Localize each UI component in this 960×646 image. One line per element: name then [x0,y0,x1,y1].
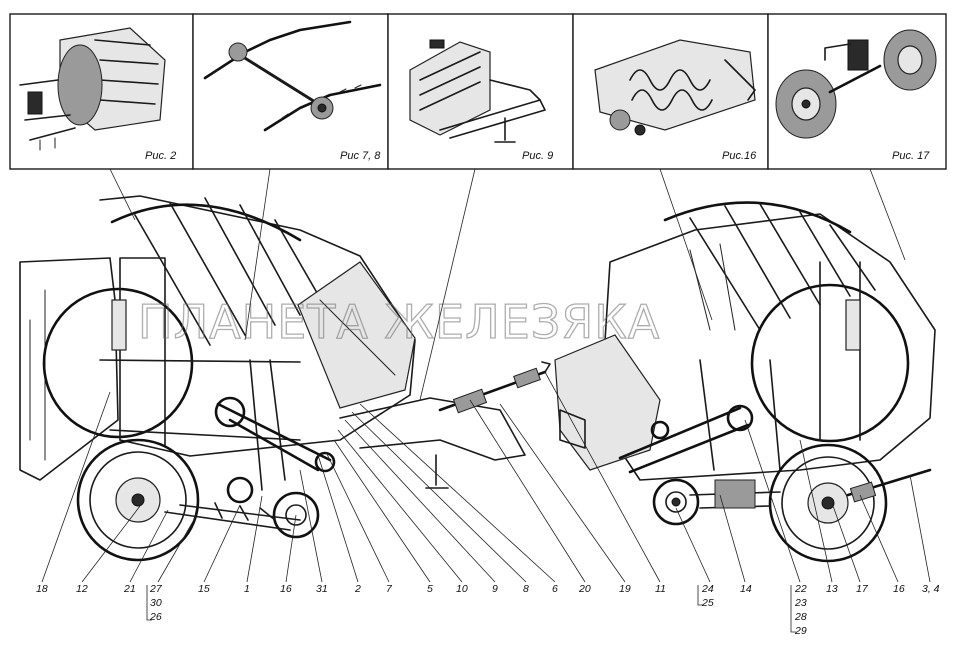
callout-label: 25 [701,597,714,609]
callout-label: 15 [198,583,210,595]
callout-label: 2 [354,583,361,595]
callout-label: 27 [149,583,163,595]
callout-label: 16 [280,583,292,595]
drawbar-frame-icon [409,39,546,143]
panel-caption: Рис. 2 [145,150,176,162]
callout-label: 22 [794,583,807,595]
callouts: 18 12 21 27 30 26 15 1 16 31 2 7 5 10 9 … [36,583,940,637]
callout-label: 21 [123,583,136,595]
callout-label: 26 [149,611,162,623]
callout-label: 8 [523,583,529,595]
callout-label: 6 [552,583,558,595]
panel-fig-17: Рис. 17 [767,13,947,170]
panel-caption: Рис 7, 8 [340,150,381,162]
panel-fig-2: Рис. 2 [9,13,194,170]
pickup-rotor-icon [594,39,756,136]
callout-label: 20 [578,583,591,595]
detail-panels: Рис. 2 Рис 7, 8 [9,13,947,170]
left-baler [19,195,551,562]
callout-label: 31 [316,583,328,595]
panel-caption: Рис. 17 [892,150,930,162]
callout-label: 14 [740,583,752,595]
callout-label: 23 [794,597,807,609]
watermark-text: ПЛАНЕТА ЖЕЛЕЗЯКА [138,295,660,349]
gauge-wheel-icon [775,29,937,139]
callout-label: 24 [701,583,714,595]
callout-label: 9 [492,583,498,595]
callout-label: 30 [150,597,162,609]
callout-label: 29 [794,625,807,637]
callout-label: 7 [386,583,393,595]
panel-caption: Рис.16 [722,150,757,162]
panel-caption: Рис. 9 [522,150,553,162]
callout-label: 18 [36,583,48,595]
panel-fig-7-8: Рис 7, 8 [192,13,389,170]
callout-label: 16 [893,583,905,595]
callout-label: 17 [856,583,869,595]
panel-leaders [109,168,906,401]
callout-leaders [41,371,931,633]
callout-label: 3, 4 [922,583,940,595]
callout-label: 13 [826,583,838,595]
callout-label: 11 [655,583,666,595]
callout-label: 10 [456,583,468,595]
callout-label: 28 [794,611,807,623]
panel-fig-9: Рис. 9 [387,13,574,170]
right-baler [554,201,936,563]
callout-label: 5 [427,583,433,595]
panel-fig-16: Рис.16 [572,13,769,170]
drum-assembly-icon [19,27,166,151]
callout-label: 12 [76,583,88,595]
callout-label: 19 [619,583,631,595]
callout-label: 1 [244,583,250,595]
chain-shaft-icon [203,20,382,132]
